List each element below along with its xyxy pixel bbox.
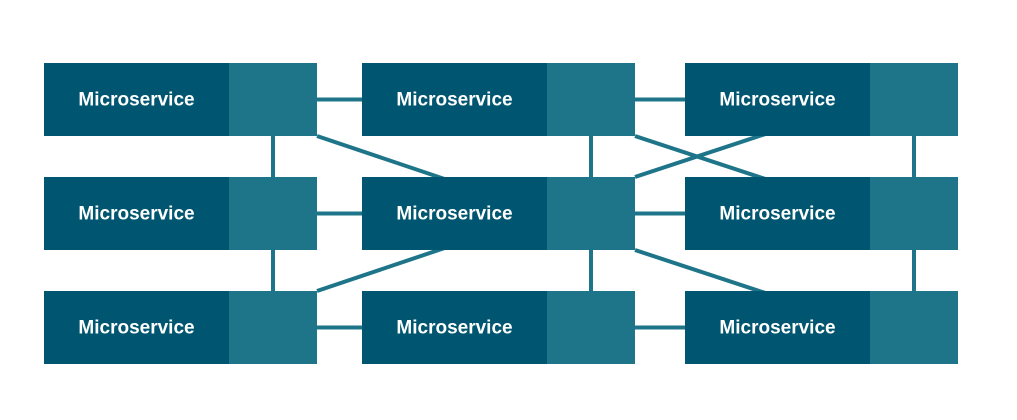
microservice-body <box>362 177 547 250</box>
microservice-node-r2c1: Microservice <box>44 177 317 250</box>
microservice-body <box>685 291 870 364</box>
microservice-label: Microservice <box>78 204 194 225</box>
microservice-body <box>685 63 870 136</box>
microservice-port <box>229 291 317 364</box>
microservice-port <box>870 291 958 364</box>
microservice-label: Microservice <box>78 318 194 339</box>
microservice-label: Microservice <box>396 204 512 225</box>
microservice-label: Microservice <box>396 90 512 111</box>
microservice-node-r1c1: Microservice <box>44 63 317 136</box>
microservice-node-r3c3: Microservice <box>685 291 958 364</box>
microservice-port <box>547 63 635 136</box>
microservice-node-r1c3: Microservice <box>685 63 958 136</box>
microservice-port <box>870 177 958 250</box>
microservice-body <box>44 63 229 136</box>
microservice-node-r2c2: Microservice <box>362 177 635 250</box>
microservice-body <box>44 177 229 250</box>
microservice-port <box>547 177 635 250</box>
microservice-body <box>685 177 870 250</box>
microservice-node-r3c2: Microservice <box>362 291 635 364</box>
microservice-body <box>44 291 229 364</box>
microservice-port <box>229 63 317 136</box>
microservice-body <box>362 291 547 364</box>
microservice-port <box>229 177 317 250</box>
microservice-body <box>362 63 547 136</box>
microservice-label: Microservice <box>719 90 835 111</box>
microservice-label: Microservice <box>78 90 194 111</box>
microservice-port <box>870 63 958 136</box>
microservice-label: Microservice <box>396 318 512 339</box>
microservice-port <box>547 291 635 364</box>
microservice-label: Microservice <box>719 204 835 225</box>
microservice-node-r3c1: Microservice <box>44 291 317 364</box>
microservice-label: Microservice <box>719 318 835 339</box>
microservice-node-r1c2: Microservice <box>362 63 635 136</box>
microservice-node-r2c3: Microservice <box>685 177 958 250</box>
